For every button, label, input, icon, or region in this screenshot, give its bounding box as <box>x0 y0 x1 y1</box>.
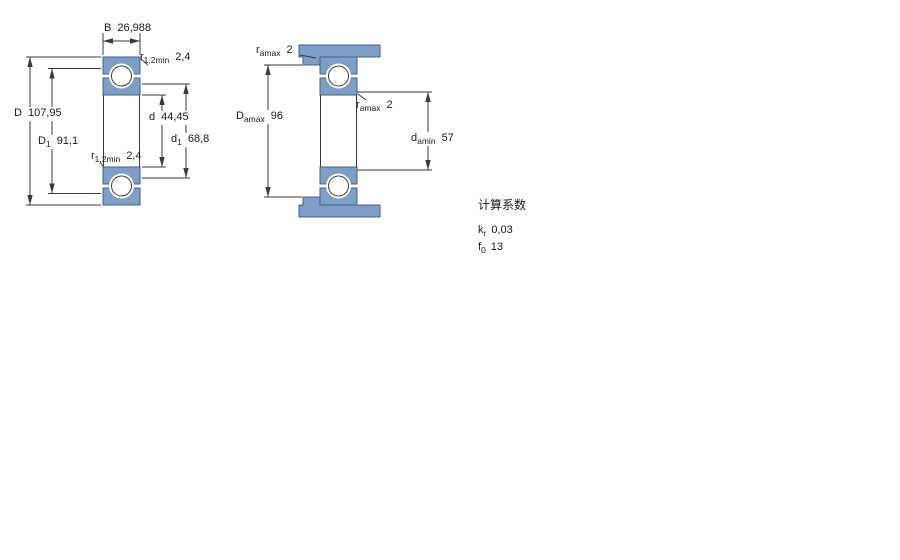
dim-label-r12min-bottom: r1,2min 2,4 <box>91 150 141 164</box>
bearing-top-section <box>102 56 141 96</box>
bearing-bottom-section-mounted <box>319 166 358 206</box>
dim-d <box>142 94 166 168</box>
factor-symbol: k <box>478 224 484 236</box>
calculation-factors-title: 计算系数 <box>478 198 527 212</box>
dim-symbol: r <box>91 150 95 162</box>
dim-label-r12min-top: r1,2min 2,4 <box>140 51 190 65</box>
dim-value: 2 <box>286 44 293 56</box>
ball-top-icon <box>328 65 349 87</box>
dim-symbol: r <box>140 51 144 63</box>
dim-subscript: amax <box>359 103 381 114</box>
leader-r-top <box>140 58 149 66</box>
dim-symbol: d <box>149 111 156 123</box>
dim-label-D1: D1 91,1 <box>36 135 81 150</box>
bearing-top-section-mounted <box>319 56 358 96</box>
dim-label-D: D 107,95 <box>12 107 64 121</box>
dim-value: 96 <box>270 110 283 122</box>
dim-Damax <box>264 64 302 198</box>
dim-label-d: d 44,45 <box>147 111 191 125</box>
dim-D1 <box>48 68 101 194</box>
factor-symbol: f <box>478 241 482 253</box>
dim-symbol: B <box>104 22 112 34</box>
dim-symbol: d <box>411 132 418 144</box>
dim-B <box>102 33 141 55</box>
right-abutment-drawing <box>264 44 432 218</box>
dim-label-B: B 26,988 <box>104 22 151 36</box>
dim-value: 26,988 <box>117 22 151 34</box>
dim-subscript: amin <box>417 136 436 147</box>
leader-r-bottom <box>99 161 104 167</box>
dim-value: 2,4 <box>126 150 142 162</box>
dim-symbol: D <box>38 135 46 147</box>
dim-label-d1: d1 68,8 <box>169 133 212 148</box>
dim-value: 91,1 <box>56 135 79 147</box>
bearing-bottom-section <box>102 166 141 206</box>
dim-value: 57 <box>441 132 454 144</box>
factor-subscript: r <box>483 228 487 239</box>
dim-label-damin: damin 57 <box>409 132 456 146</box>
calculation-factors: 计算系数 kr 0,03 f0 13 <box>478 196 526 256</box>
factor-kr: kr 0,03 <box>478 222 526 239</box>
dim-d1 <box>142 83 190 179</box>
dim-symbol: D <box>14 107 22 119</box>
dim-subscript: amax <box>243 114 265 125</box>
factor-subscript: 0 <box>481 245 486 256</box>
ball-bottom-icon <box>111 175 132 197</box>
factor-value: 13 <box>490 241 504 253</box>
dim-damin <box>357 91 432 171</box>
dim-label-Damax: Damax 96 <box>234 110 285 124</box>
dim-D <box>26 56 101 206</box>
left-bearing-drawing <box>26 33 190 206</box>
dim-symbol: r <box>356 99 360 111</box>
dim-symbol: r <box>256 44 260 56</box>
dim-subscript: amax <box>259 48 281 59</box>
dim-subscript: 1,2min <box>94 154 121 165</box>
leader-ramax-top <box>299 54 317 59</box>
dim-symbol: D <box>236 110 244 122</box>
ball-top-icon <box>111 65 132 87</box>
dim-label-ramax-top: ramax 2 <box>256 44 293 58</box>
dim-value: 2 <box>386 99 393 111</box>
dim-label-ramax-mid: ramax 2 <box>356 99 393 113</box>
dim-subscript: 1,2min <box>143 55 170 66</box>
ball-bottom-icon <box>328 175 349 197</box>
leader-ramax-mid <box>357 93 367 101</box>
dim-value: 107,95 <box>27 107 62 119</box>
factor-f0: f0 13 <box>478 239 526 256</box>
dim-subscript: 1 <box>45 139 51 150</box>
dim-value: 2,4 <box>175 51 191 63</box>
factor-value: 0,03 <box>491 224 513 236</box>
dim-value: 68,8 <box>187 133 210 145</box>
dim-subscript: 1 <box>177 137 182 148</box>
dim-symbol: d <box>171 133 178 145</box>
dim-value: 44,45 <box>161 111 189 123</box>
